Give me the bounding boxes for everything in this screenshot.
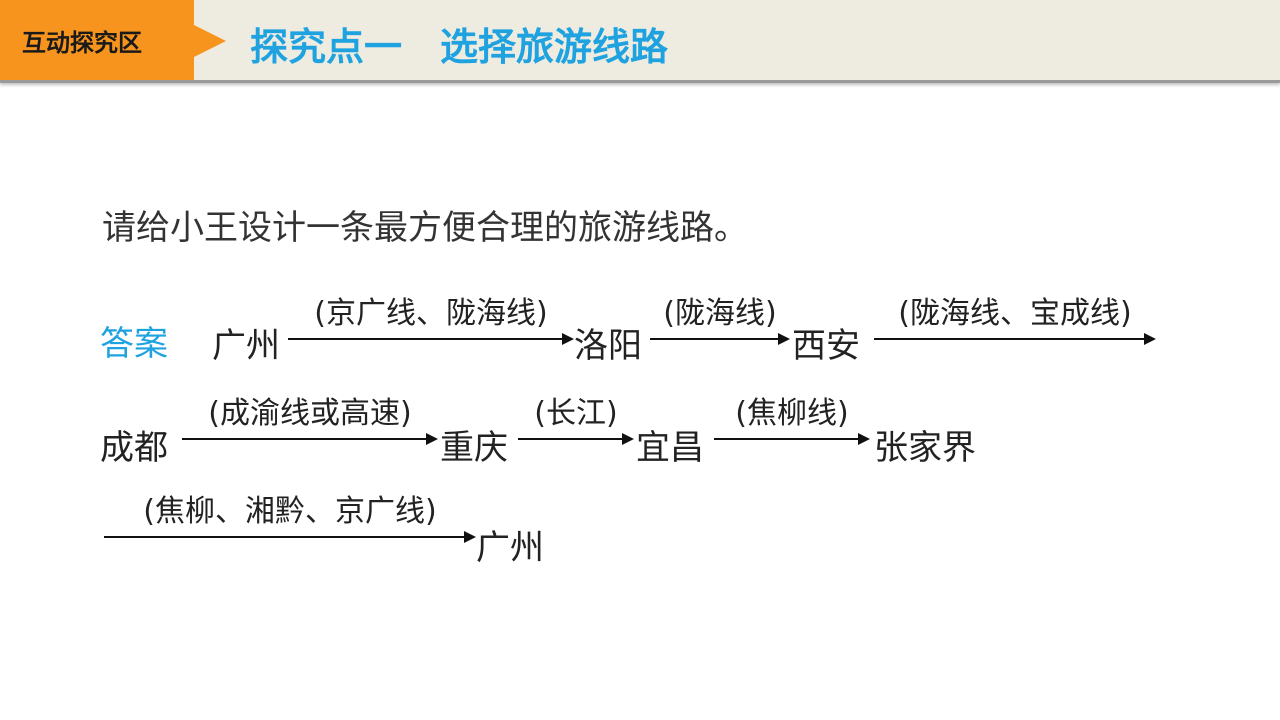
route-line-4 bbox=[182, 438, 428, 440]
arrow-head-icon bbox=[426, 433, 438, 445]
arrow-head-icon bbox=[622, 433, 634, 445]
route-arrow-2: (陇海线) bbox=[650, 296, 790, 345]
route-label-2: (陇海线) bbox=[663, 296, 777, 331]
question-text: 请给小王设计一条最方便合理的旅游线路。 bbox=[102, 208, 748, 248]
city-xian: 西安 bbox=[792, 326, 860, 366]
arrow-head-icon bbox=[1144, 333, 1156, 345]
city-chengdu: 成都 bbox=[100, 428, 168, 468]
arrow-head-icon bbox=[778, 333, 790, 345]
route-arrow-1: (京广线、陇海线) bbox=[288, 296, 574, 345]
city-chongqing: 重庆 bbox=[440, 428, 508, 468]
page-title: 探究点一 选择旅游线路 bbox=[250, 25, 669, 69]
route-arrow-3: (陇海线、宝成线) bbox=[874, 296, 1156, 345]
route-line-1 bbox=[288, 338, 564, 340]
tag-arrow-icon bbox=[194, 25, 226, 57]
route-label-7: (焦柳、湘黔、京广线) bbox=[143, 494, 437, 529]
route-line-6 bbox=[714, 438, 860, 440]
route-arrow-7: (焦柳、湘黔、京广线) bbox=[104, 494, 476, 543]
route-line-3 bbox=[874, 338, 1146, 340]
route-label-1: (京广线、陇海线) bbox=[314, 296, 548, 331]
route-arrow-5: (长江) bbox=[518, 396, 634, 445]
route-label-4: (成渝线或高速) bbox=[208, 396, 412, 431]
arrow-head-icon bbox=[464, 531, 476, 543]
route-line-7 bbox=[104, 536, 466, 538]
route-label-6: (焦柳线) bbox=[735, 396, 849, 431]
route-arrow-4: (成渝线或高速) bbox=[182, 396, 438, 445]
section-tag: 互动探究区 bbox=[0, 0, 194, 80]
city-guangzhou-start: 广州 bbox=[212, 326, 280, 366]
section-tag-label: 互动探究区 bbox=[22, 28, 142, 57]
route-label-5: (长江) bbox=[534, 396, 618, 431]
arrow-head-icon bbox=[858, 433, 870, 445]
city-yichang: 宜昌 bbox=[636, 428, 704, 468]
route-line-5 bbox=[518, 438, 624, 440]
city-zhangjiajie: 张家界 bbox=[874, 428, 976, 468]
city-guangzhou-end: 广州 bbox=[476, 528, 544, 568]
route-arrow-6: (焦柳线) bbox=[714, 396, 870, 445]
route-line-2 bbox=[650, 338, 780, 340]
answer-label: 答案 bbox=[100, 324, 168, 364]
route-label-3: (陇海线、宝成线) bbox=[898, 296, 1132, 331]
header-bar: 互动探究区 探究点一 选择旅游线路 bbox=[0, 0, 1280, 83]
city-luoyang: 洛阳 bbox=[574, 326, 642, 366]
arrow-head-icon bbox=[562, 333, 574, 345]
